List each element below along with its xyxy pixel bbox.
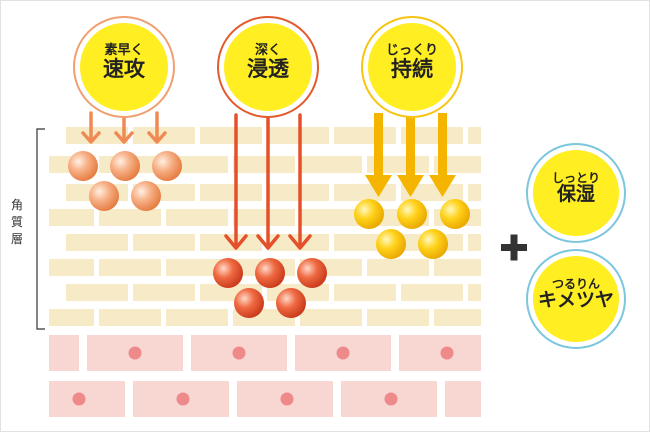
fast-label-small: 素早く: [104, 43, 144, 58]
plus-icon: [501, 234, 527, 261]
deep-label: 深く 浸透: [218, 44, 318, 80]
texture-label: つるりん キメツヤ: [526, 278, 626, 311]
texture-label-small: つるりん: [551, 277, 600, 291]
lasting-badge-circle: [362, 17, 462, 117]
layer-bracket: [36, 128, 45, 330]
fast-arrows: [81, 111, 167, 144]
lasting-arrows: [365, 113, 456, 197]
stratum-corneum-layer: [49, 127, 481, 326]
texture-label-large: キメツヤ: [537, 288, 614, 311]
moisture-label: しっとり 保湿: [526, 172, 626, 205]
fast-label: 素早く 速攻: [74, 44, 174, 80]
fast-badge-circle: [74, 17, 174, 117]
deep-particles: [213, 258, 327, 318]
moisture-label-large: 保湿: [556, 182, 595, 205]
deep-badge-circle: [218, 17, 318, 117]
lasting-particles: [354, 199, 470, 259]
lasting-label-small: じっくり: [385, 43, 438, 58]
deep-arrows: [224, 113, 312, 250]
texture-badge-circle: [527, 250, 625, 348]
lower-cell-layer: [49, 335, 481, 417]
moisture-label-small: しっとり: [551, 171, 600, 185]
deep-label-large: 浸透: [247, 56, 289, 81]
deep-label-small: 深く: [254, 43, 281, 58]
fast-particles: [68, 151, 182, 211]
fast-label-large: 速攻: [103, 56, 145, 81]
lasting-label-large: 持続: [391, 56, 433, 81]
moisture-badge-circle: [527, 144, 625, 242]
lasting-label: じっくり 持続: [362, 44, 462, 80]
stratum-corneum-label: 角質層: [10, 198, 23, 246]
